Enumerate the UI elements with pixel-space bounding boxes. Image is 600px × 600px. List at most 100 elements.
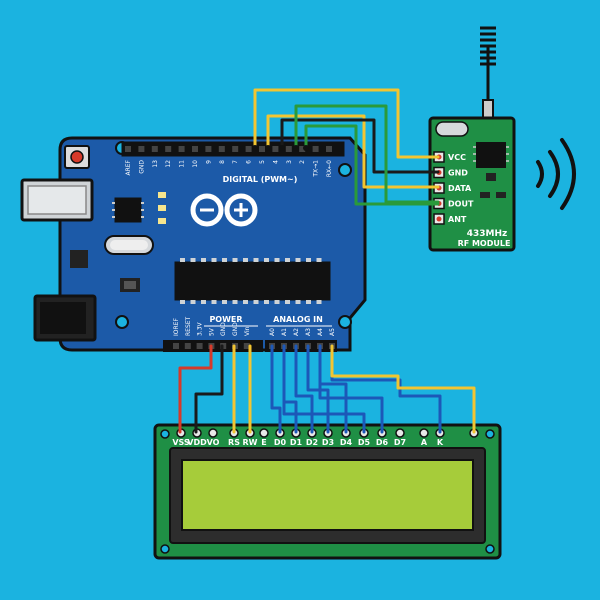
lcd-pin-pad [259,428,269,438]
digital-pin-label: TX→1 [313,160,320,178]
analog-pin-label: A2 [293,328,300,336]
digital-pin-label: 7 [232,160,239,164]
digital-pin-label: 4 [272,160,279,164]
digital-pin-label: 8 [219,160,226,164]
lcd-pin-label: A [421,438,428,447]
digital-pin-label: 6 [246,160,253,164]
digital-pin-label: 12 [165,160,172,168]
lcd-pin-label: D4 [340,438,353,447]
digital-header-hole [326,146,332,152]
power-header-hole [184,343,191,349]
rf-module: VCC GND DATA DOUT ANT 433MHz RF MODULE [428,116,516,252]
digital-header-hole [178,146,185,152]
digital-header-hole [312,146,319,152]
arduino-board: AREF GND 13 12 11 10 9 8 7 6 5 4 3 2 TX→1 RX←0 DIGITAL … [20,136,367,352]
wire-lcd-d1 [282,344,298,434]
digital-pin-label: GND [138,160,145,174]
rf-pin-label: GND [448,169,468,178]
lcd-pin-label: RS [228,438,240,447]
power-pin-label: GND [232,322,239,336]
wire-rf-vcc [253,88,440,159]
lcd-pin-label: VO [207,438,220,447]
wire-rf-dout [294,104,440,204]
lcd-pin-label: D5 [358,438,371,447]
analog-pin-label: A5 [329,328,336,336]
lcd-pin-label: D7 [394,438,406,447]
power-pin-label: IOREF [173,318,180,336]
power-pin-label: RESET [185,316,192,336]
rf-module-name-line1: 433MHz [467,229,508,239]
power-pin-label: 5V [208,327,215,336]
lcd-pin-label: D0 [274,438,287,447]
digital-pin-label: 10 [192,160,199,168]
analog-label: ANALOG IN [273,315,323,324]
power-pin-label: Vin [244,326,251,336]
lcd-pin-label: RW [243,438,258,447]
power-header-hole [196,343,203,349]
wire-lcd-d5 [282,344,366,434]
analog-pin-label: A4 [317,328,324,336]
rf-crystal [435,121,469,137]
signal-waves-icon [536,138,576,210]
digital-header-hole [205,146,212,152]
arduino-logo [190,193,258,227]
lcd-pin-label: E [261,438,266,447]
lcd-pin-pad [419,428,429,438]
digital-pin-label: AREF [125,159,132,175]
digital-header-hole [165,146,172,152]
digital-pin-label: 11 [179,160,186,168]
antenna [480,26,496,119]
lcd-pin-pad [208,428,218,438]
analog-pin-label: A1 [281,328,288,336]
digital-pin-label: 5 [259,160,266,164]
digital-header-hole [272,146,279,152]
power-label: POWER [209,315,242,324]
digital-header-hole [151,146,158,152]
digital-header-hole [259,146,265,152]
digital-pin-label: 13 [152,160,159,168]
power-header-hole [243,343,250,349]
digital-header-hole [299,146,306,152]
digital-header-hole [232,146,239,152]
rf-pin-label: VCC [448,153,466,162]
rf-pin-label: DOUT [448,200,474,209]
digital-pin-label: 9 [205,160,212,164]
rf-pin-label: DATA [448,184,472,193]
lcd-pin-label: D3 [322,438,334,447]
digital-header-hole [285,146,292,152]
wires [178,88,476,434]
analog-pin-label: A0 [269,328,276,336]
digital-pin-label: 3 [286,160,293,164]
rf-pin-label: ANT [448,215,467,224]
digital-header-hole [125,146,131,152]
lcd-pin-pad [395,428,405,438]
digital-label: DIGITAL (PWM~) [223,175,298,184]
analog-header [265,340,337,352]
lcd-pin-label: K [437,438,444,447]
rf-module-name-line2: RF MODULE [458,239,511,248]
digital-header-hole [138,146,145,152]
power-pin-label: 3.3V [197,321,204,336]
wire-lcd-k [330,344,476,434]
power-pin-label: GND [220,322,227,336]
digital-header-hole [192,146,198,152]
digital-pin-label: RX←0 [326,160,333,177]
wire-rf-gnd [280,118,440,174]
lcd-pin-label: D6 [376,438,389,447]
wire-rf-data [266,114,440,189]
wire-lcd-vss [178,344,213,434]
lcd-pin-label: VDD [187,438,207,447]
wire-lcd-d6 [318,344,384,434]
wire-lcd-d0 [270,344,282,434]
lcd-pin-label: D2 [306,438,318,447]
lcd-pin-label: D1 [290,438,303,447]
digital-header-hole [245,146,252,152]
wire-rf-data-2 [304,124,440,206]
wire-lcd-d3 [306,344,330,434]
wire-lcd-vdd [194,344,224,434]
digital-pin-label: 2 [299,160,306,164]
microcontroller-chip [174,258,331,304]
